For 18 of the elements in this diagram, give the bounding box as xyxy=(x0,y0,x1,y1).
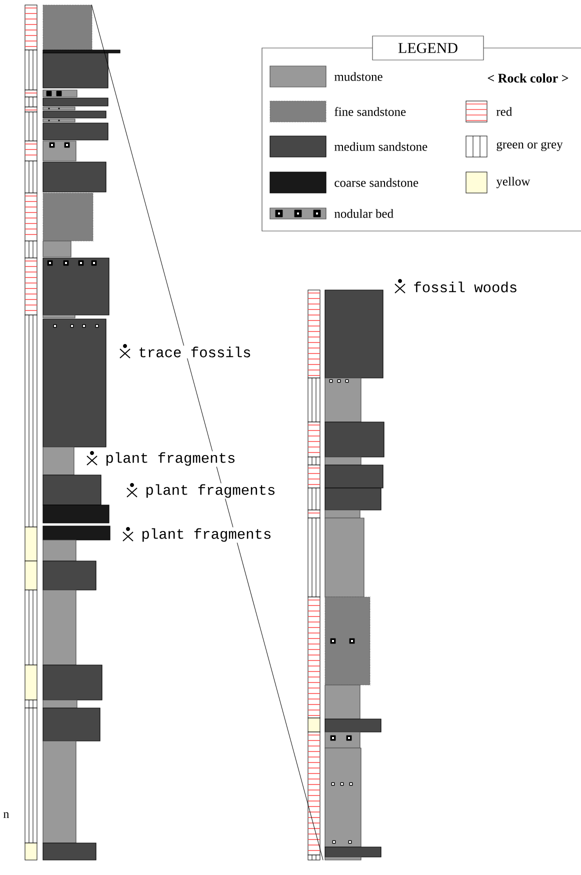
legend-title: LEGEND xyxy=(372,36,484,60)
correlation-line xyxy=(91,4,324,860)
stratigraphic-column-drawing xyxy=(308,290,384,860)
legend-label: fine sandstone xyxy=(334,107,406,116)
fossil-label: plant fragments xyxy=(140,527,273,543)
legend-label: green or grey xyxy=(496,142,563,152)
fossil-label: plant fragments xyxy=(104,451,237,467)
legend-label: mudstone xyxy=(334,72,382,81)
legend-label: nodular bed xyxy=(334,209,394,218)
legend-label: medium sandstone xyxy=(334,142,428,151)
fossil-label: trace fossils xyxy=(137,346,252,358)
fossil-label: plant fragments xyxy=(144,483,277,499)
legend-label: yellow xyxy=(496,176,530,188)
legend-label: red xyxy=(496,107,512,116)
legend-heading: < Rock color > xyxy=(488,73,568,83)
fossil-label: fossil woods xyxy=(412,280,519,294)
legend-label: coarse sandstone xyxy=(334,178,418,187)
text-fragment: n xyxy=(3,812,10,818)
